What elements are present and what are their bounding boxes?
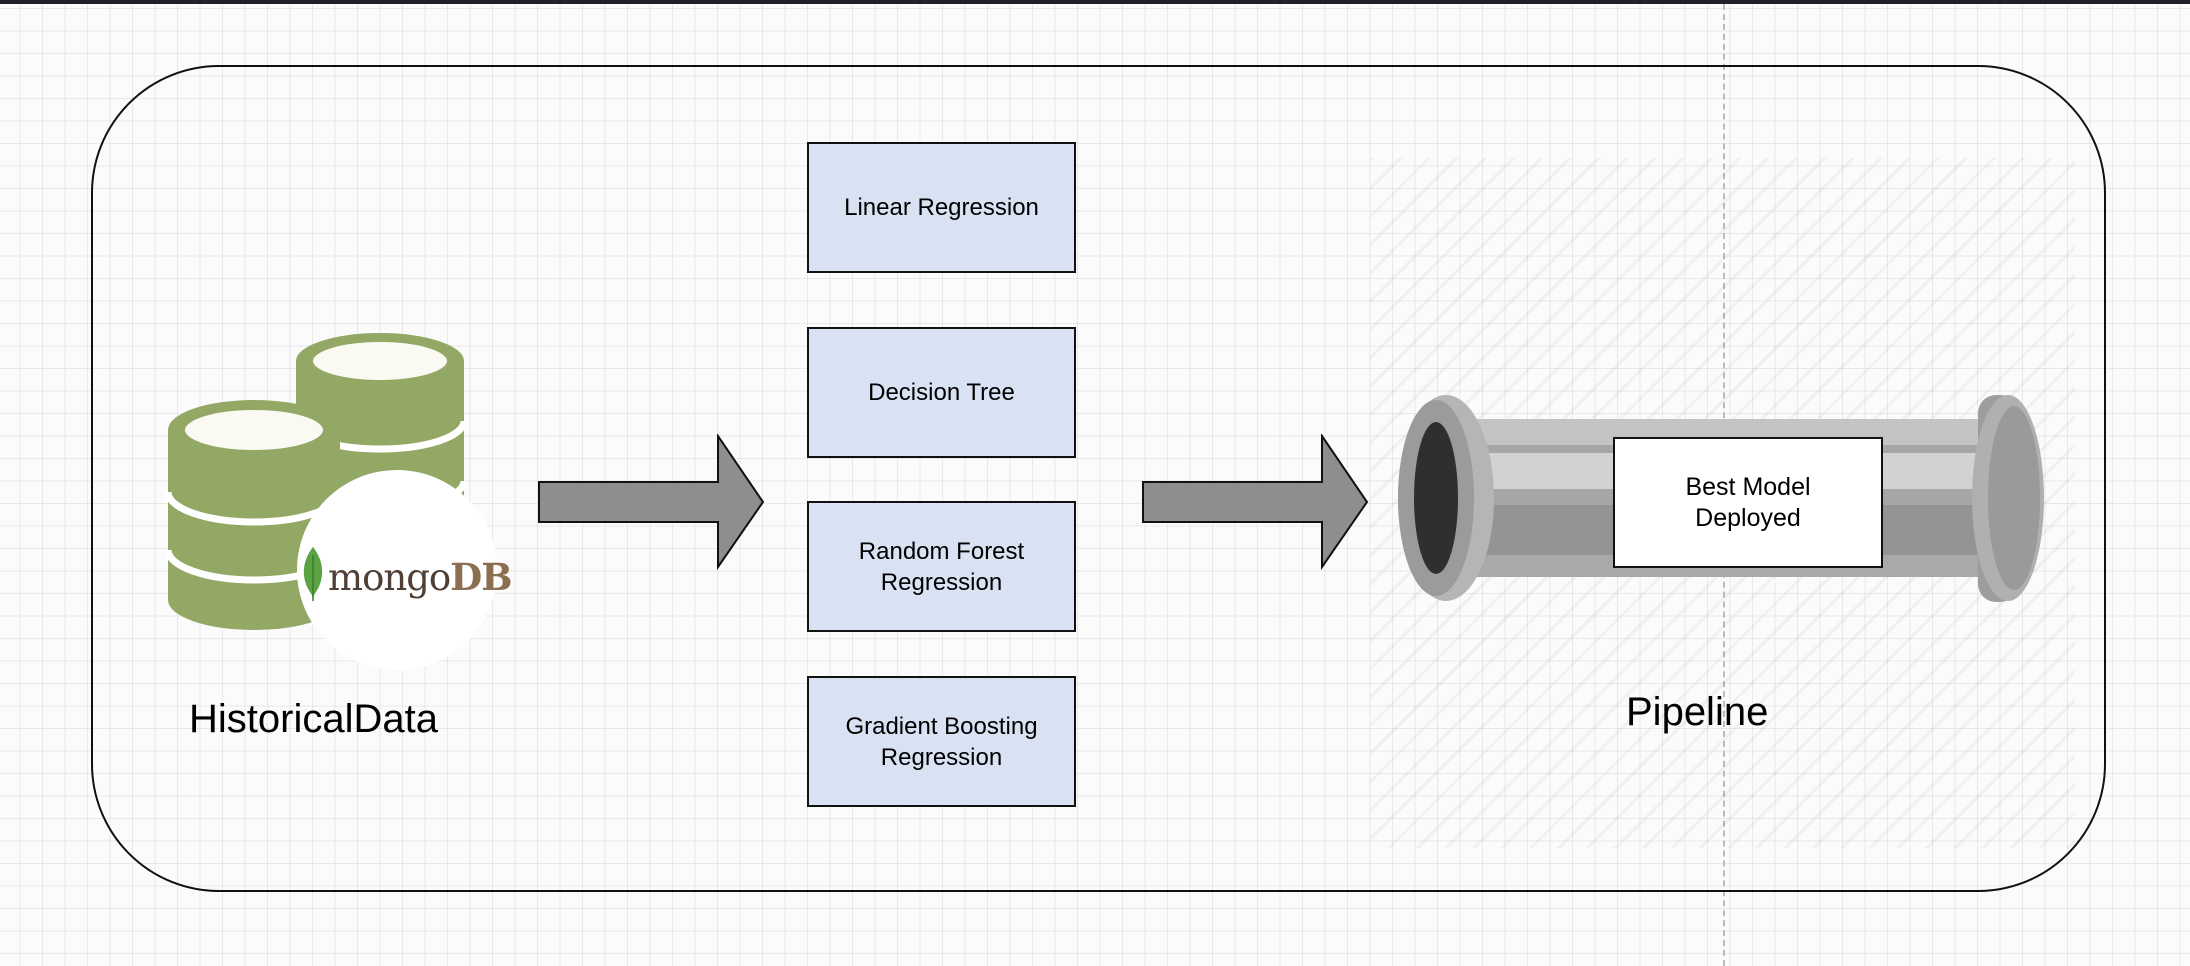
mongodb-logo: mongoDB — [328, 555, 513, 599]
arrow-to-models — [538, 434, 765, 570]
model-gradient-boosting: Gradient Boosting Regression — [807, 676, 1076, 807]
pipeline-label: Pipeline — [1626, 690, 1769, 734]
top-bar — [0, 0, 2190, 4]
mongodb-leaf-icon — [303, 547, 323, 603]
mongodb-logo-text: mongo — [328, 556, 451, 599]
mongodb-badge — [297, 470, 497, 670]
historical-data-label: HistoricalData — [189, 697, 438, 741]
mongodb-logo-db-text: DB — [450, 555, 512, 599]
best-model-deployed-box: Best Model Deployed — [1613, 437, 1883, 568]
diagram-container — [91, 65, 2106, 892]
model-random-forest: Random Forest Regression — [807, 501, 1076, 632]
model-decision-tree: Decision Tree — [807, 327, 1076, 458]
model-linear-regression: Linear Regression — [807, 142, 1076, 273]
arrow-to-pipeline — [1142, 434, 1369, 570]
